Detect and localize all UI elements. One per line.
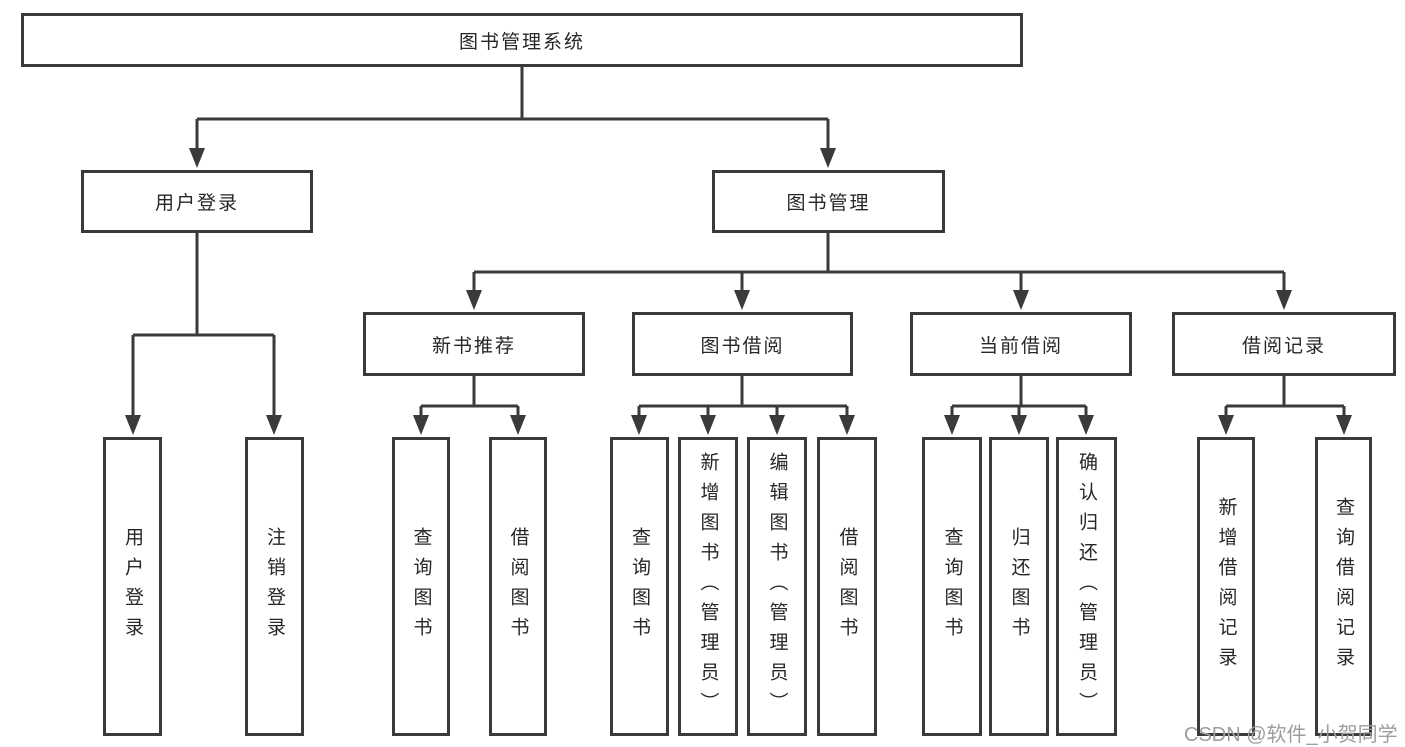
leaf-logout-login-label: 注销登录 — [264, 526, 285, 647]
node-user-login: 用户登录 — [81, 170, 313, 233]
leaf-borrow-borrow-books: 借阅图书 — [817, 437, 877, 736]
leaf-current-query-books-label: 查询图书 — [941, 526, 963, 647]
leaf-borrow-edit-books-admin: 编辑图书（管理员） — [747, 437, 807, 736]
connector-new-book-recommend — [413, 376, 526, 435]
leaf-user-login-label: 用户登录 — [122, 526, 143, 647]
node-current-borrow: 当前借阅 — [910, 312, 1132, 376]
connector-current-borrow — [944, 376, 1094, 435]
leaf-newrec-query-books-label: 查询图书 — [410, 526, 432, 647]
node-book-management-label: 图书管理 — [786, 193, 871, 214]
node-borrow-records: 借阅记录 — [1172, 312, 1396, 376]
csdn-watermark: CSDN @软件_小贺同学 — [1184, 724, 1398, 746]
leaf-current-confirm-return-admin-label: 确认归还（管理员） — [1076, 451, 1097, 722]
leaf-newrec-borrow-books-label: 借阅图书 — [507, 526, 529, 647]
leaf-borrow-query-books: 查询图书 — [610, 437, 669, 736]
leaf-newrec-borrow-books: 借阅图书 — [489, 437, 547, 736]
node-root-label: 图书管理系统 — [458, 31, 585, 53]
node-user-login-label: 用户登录 — [154, 193, 239, 214]
leaf-records-query-record: 查询借阅记录 — [1315, 437, 1372, 736]
leaf-current-query-books: 查询图书 — [922, 437, 982, 736]
leaf-borrow-add-books-admin-label: 新增图书（管理员） — [697, 451, 719, 722]
leaf-records-add-record-label: 新增借阅记录 — [1215, 496, 1237, 677]
leaf-borrow-add-books-admin: 新增图书（管理员） — [678, 437, 738, 736]
connector-borrow-records — [1218, 376, 1352, 435]
connector-root — [189, 67, 836, 168]
node-current-borrow-label: 当前借阅 — [978, 335, 1063, 357]
node-book-borrow-label: 图书借阅 — [700, 335, 785, 357]
leaf-records-query-record-label: 查询借阅记录 — [1333, 496, 1354, 677]
connector-book-management — [466, 233, 1292, 310]
node-new-book-recommend: 新书推荐 — [363, 312, 585, 376]
leaf-user-login: 用户登录 — [103, 437, 162, 736]
node-borrow-records-label: 借阅记录 — [1241, 335, 1326, 357]
leaf-borrow-edit-books-admin-label: 编辑图书（管理员） — [766, 451, 788, 722]
node-book-borrow: 图书借阅 — [632, 312, 853, 376]
leaf-borrow-query-books-label: 查询图书 — [629, 526, 650, 647]
leaf-records-add-record: 新增借阅记录 — [1197, 437, 1255, 736]
leaf-logout-login: 注销登录 — [245, 437, 304, 736]
connector-book-borrow — [631, 376, 855, 435]
leaf-newrec-query-books: 查询图书 — [392, 437, 450, 736]
leaf-current-confirm-return-admin: 确认归还（管理员） — [1056, 437, 1117, 736]
connector-user-login — [125, 233, 282, 435]
node-new-book-recommend-label: 新书推荐 — [431, 335, 516, 357]
node-root: 图书管理系统 — [21, 13, 1023, 67]
node-book-management: 图书管理 — [712, 170, 945, 233]
leaf-current-return-books: 归还图书 — [989, 437, 1049, 736]
leaf-borrow-borrow-books-label: 借阅图书 — [836, 526, 858, 647]
leaf-current-return-books-label: 归还图书 — [1008, 526, 1030, 647]
